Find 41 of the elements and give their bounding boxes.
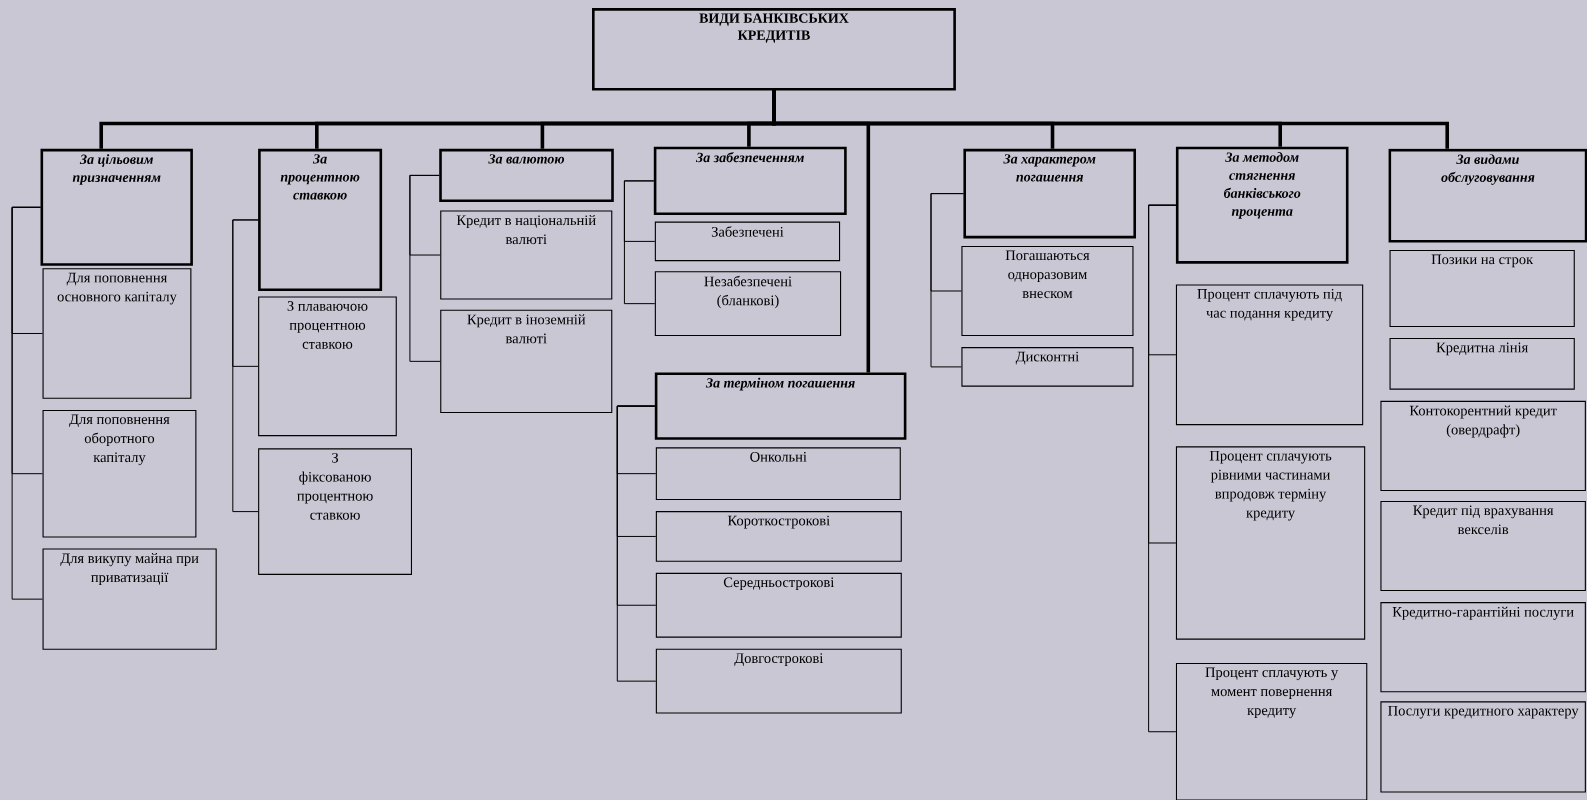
category-box: За методом стягнення банківського процента xyxy=(1175,146,1349,264)
item-box: Послуги кредитного характеру xyxy=(1380,701,1586,793)
category-box: За цільовим призначенням xyxy=(40,148,193,266)
item-box: Незабезпечені (бланкові) xyxy=(654,271,842,337)
item-box: Забезпечені xyxy=(654,221,841,262)
item-box: Середньострокові xyxy=(655,572,902,638)
item-box: Для поповнення оборотного капіталу xyxy=(42,409,197,538)
item-box: Погашаються одноразовим внеском xyxy=(961,245,1134,337)
connector-line xyxy=(232,219,259,513)
connector-line xyxy=(409,174,441,362)
item-box: Кредитно-гарантійні послуги xyxy=(1380,602,1586,693)
connector-line xyxy=(772,90,1449,149)
item-box: Процент сплачують у момент повернення кредиту xyxy=(1175,662,1368,800)
category-box: За процентною ставкою xyxy=(258,148,383,292)
item-box: Для викупу майна при приватизації xyxy=(42,548,217,650)
item-box: Дисконтні xyxy=(961,347,1134,387)
item-box: Для поповнення основного капіталу xyxy=(42,268,192,399)
category-box: За терміном погашення xyxy=(654,372,907,440)
item-box: Кредит в іноземній валюті xyxy=(440,309,613,413)
item-box: Довгострокові xyxy=(655,648,902,714)
item-box: Онкольні xyxy=(655,447,901,500)
connector-line xyxy=(616,405,657,682)
connector-line xyxy=(930,193,964,368)
category-box: За характером погашення xyxy=(963,148,1136,239)
category-box: За забезпеченням xyxy=(653,146,847,216)
connector-line xyxy=(11,206,43,600)
category-box: За валютою xyxy=(439,148,614,202)
item-box: Кредитна лінія xyxy=(1389,338,1575,390)
item-box: Короткострокові xyxy=(655,511,902,562)
connector-line xyxy=(623,180,656,305)
item-box: Контокорентний кредит (овердрафт) xyxy=(1380,400,1586,491)
item-box: Кредит в національній валюті xyxy=(440,210,613,300)
category-box: За видами обслуговування xyxy=(1388,148,1587,243)
box-heading: ВИДИ БАНКІВСЬКИХ КРЕДИТІВ xyxy=(592,8,956,91)
item-box: Кредит під врахування векселів xyxy=(1380,500,1586,592)
connector-line xyxy=(1148,204,1177,733)
item-box: Позики на строк xyxy=(1389,250,1575,327)
item-box: Процент сплачують під час подання кредиту xyxy=(1175,284,1364,426)
item-box: З фіксованою процентною ставкою xyxy=(258,448,412,575)
item-box: Процент сплачують рівними частинами впродовж терміну кредиту xyxy=(1175,446,1366,640)
item-box: З плаваючою процентною ставкою xyxy=(258,296,397,437)
